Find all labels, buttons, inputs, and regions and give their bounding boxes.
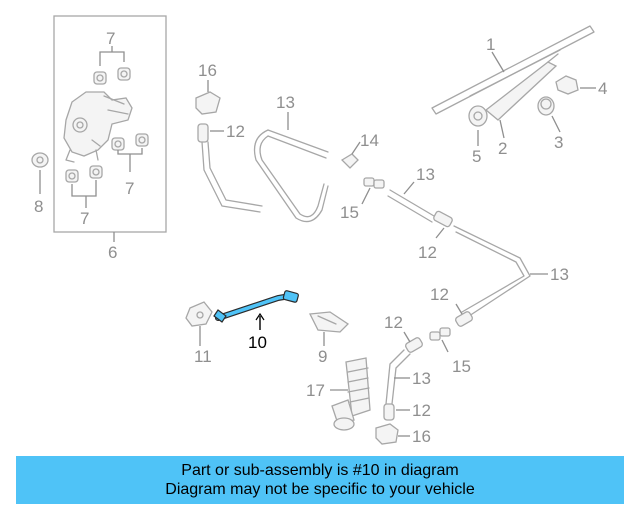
callout-14: 14: [360, 131, 379, 150]
callout-4: 4: [598, 79, 607, 98]
part-13-lower-hose: [385, 349, 411, 405]
part-16-clip-upper: [195, 80, 221, 115]
callout-12-right: 12: [430, 285, 449, 304]
part-3-cap: [537, 96, 561, 133]
banner-line-2: Diagram may not be specific to your vehi…: [165, 481, 475, 498]
part-2-wiper-arm: [484, 53, 559, 139]
callout-11: 11: [194, 347, 212, 366]
part-12-connector-right: [455, 303, 473, 327]
part-14-nozzle: [340, 141, 361, 169]
part-13-middle-hose: [387, 181, 435, 223]
part-12-connector-bottom: [383, 403, 410, 421]
callout-6: 6: [108, 243, 117, 262]
part-10-washer-hose: [213, 290, 299, 330]
callout-7-bottom: 7: [80, 209, 89, 228]
callout-labels: 1 2 3 4 5 6 7 7 7 8 9 10 11 12 12 12 12 …: [34, 29, 607, 446]
callout-16-lower: 16: [412, 427, 431, 446]
part-16-clip-lower: [375, 423, 410, 445]
callout-9: 9: [318, 347, 327, 366]
part-9-gasket: [308, 311, 350, 346]
part-12-connector-lower: [403, 331, 423, 353]
callout-13-right: 13: [550, 265, 569, 284]
callout-2: 2: [498, 139, 507, 158]
callout-17: 17: [306, 381, 325, 400]
callout-12-mid: 12: [418, 243, 437, 262]
info-banner: Part or sub-assembly is #10 in diagram D…: [16, 456, 624, 504]
callout-5: 5: [472, 147, 481, 166]
part-5-nut: [468, 105, 488, 146]
part-8-nut: [31, 152, 49, 194]
callout-7-top: 7: [106, 29, 115, 48]
callout-13-top: 13: [276, 93, 295, 112]
wiper-motor-group-box: [53, 15, 167, 233]
banner-line-1: Part or sub-assembly is #10 in diagram: [181, 462, 459, 479]
part-13-right-hose: [453, 225, 548, 319]
callout-12-left: 12: [384, 313, 403, 332]
part-15-connector-upper: [361, 177, 385, 205]
part-1-wiper-blade: [431, 25, 595, 115]
callout-13-mid: 13: [416, 165, 435, 184]
callout-8: 8: [34, 197, 43, 216]
callout-13-bottom: 13: [412, 369, 431, 388]
callout-10: 10: [248, 333, 267, 352]
part-4-cover: [555, 75, 596, 95]
callout-15-lower: 15: [452, 357, 471, 376]
callout-15-upper: 15: [340, 203, 359, 222]
callout-3: 3: [554, 133, 563, 152]
callout-16-upper: 16: [198, 61, 217, 80]
callout-12-bottom: 12: [412, 401, 431, 420]
part-12-connector-upper: [197, 123, 224, 143]
callout-7-right: 7: [125, 179, 134, 198]
callout-1: 1: [486, 35, 495, 54]
part-11-bracket: [185, 301, 213, 346]
part-17-washer-pump: [330, 357, 371, 431]
part-15-connector-lower: [429, 327, 451, 353]
callout-12-upper: 12: [226, 122, 245, 141]
part-12-connector-mid: [433, 210, 453, 239]
part-13-upper-hose: [253, 112, 329, 223]
